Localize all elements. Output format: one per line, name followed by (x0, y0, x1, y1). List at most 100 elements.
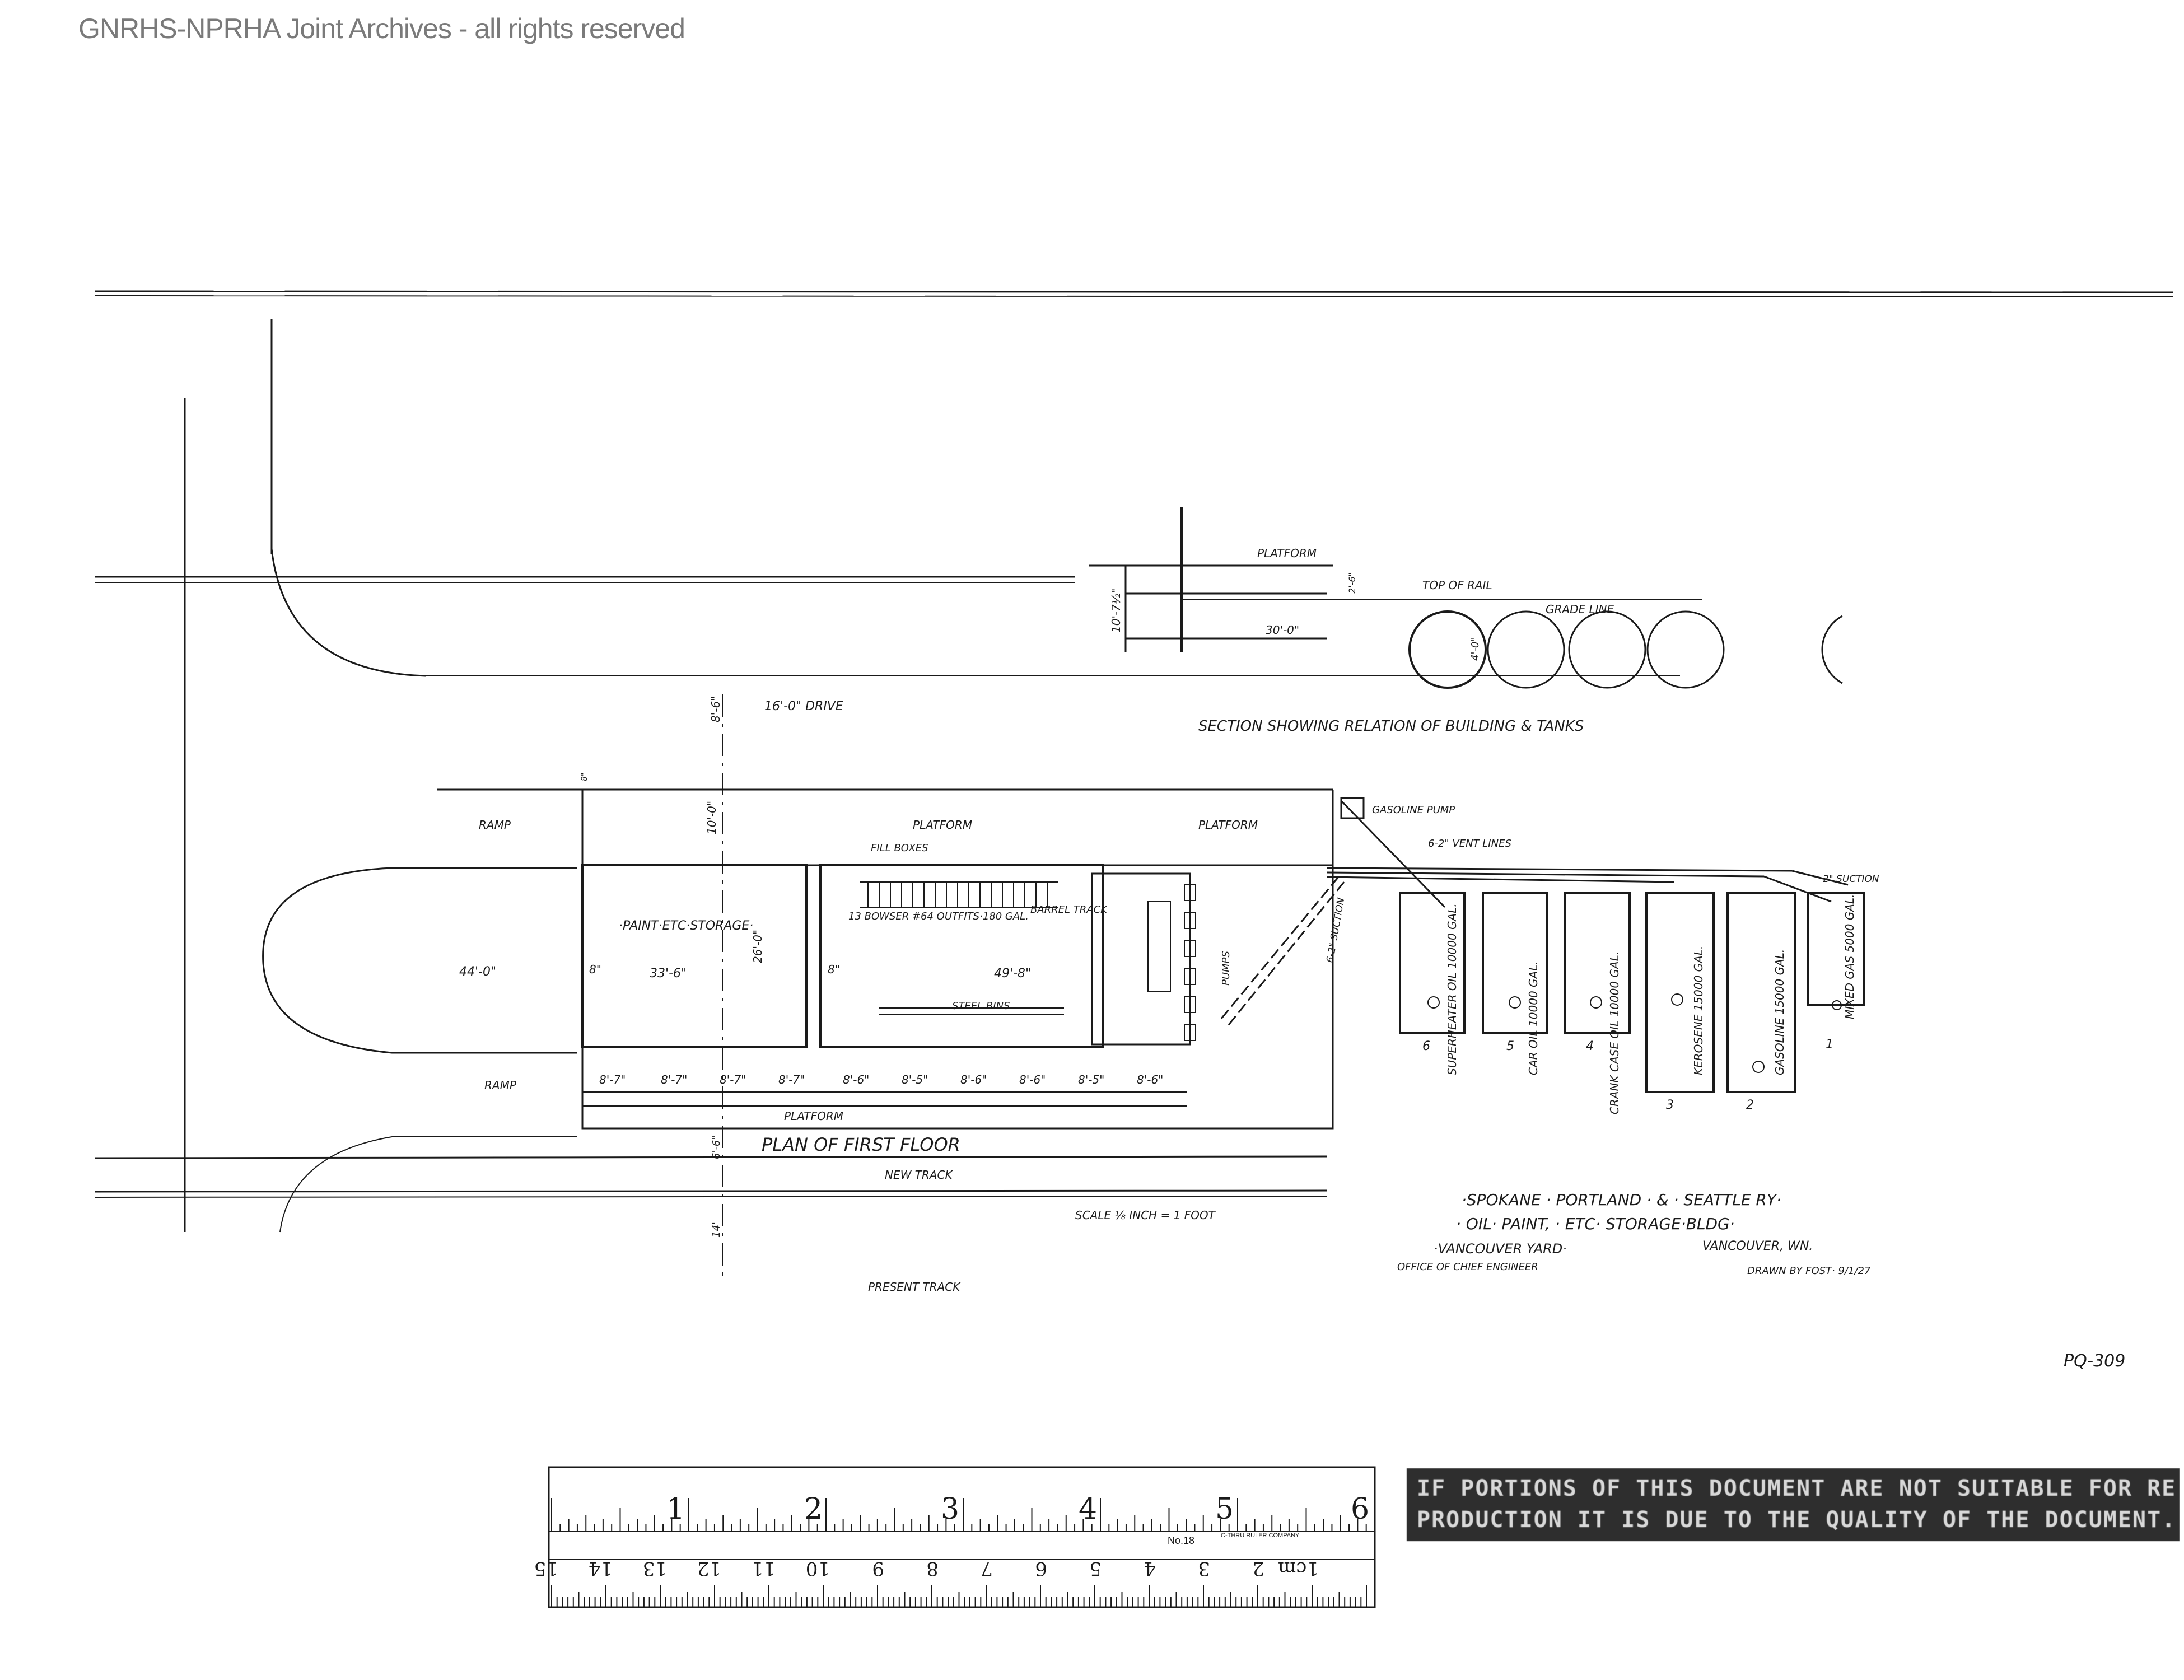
dim-room-length: 49'-8" (994, 967, 1031, 981)
bowser-outfits-label: 13 BOWSER #64 OUTFITS·180 GAL. (848, 911, 1029, 922)
tank-4-number: 4 (1586, 1039, 1594, 1053)
paint-storage-room (581, 864, 808, 1048)
drive-label: 16'-0" DRIVE (764, 699, 843, 713)
dim-wall-a: 8" (589, 963, 601, 976)
section-height-dim: 10'-7½" (1109, 589, 1123, 633)
ruler-inch-5: 5 (1215, 1492, 1234, 1526)
curved-track-top (270, 548, 426, 677)
ruler-cm-label: 5 (1089, 1557, 1102, 1580)
ruler-cm-label: 10 (806, 1557, 830, 1580)
barrel-track-label: BARREL TRACK (1030, 904, 1108, 916)
vent-lines-label: 6-2" VENT LINES (1428, 838, 1511, 850)
ruler-maker: No.18 (1168, 1535, 1194, 1546)
tank-5-label: CAR OIL 10000 GAL. (1527, 961, 1540, 1075)
new-track-label: NEW TRACK (885, 1168, 953, 1182)
ruler-cm-label: 2 (1252, 1557, 1264, 1580)
tank-3-number: 3 (1666, 1098, 1674, 1112)
section-small-dim: 2'-6" (1347, 572, 1357, 594)
dim-drive-depth: 8'-6" (709, 696, 722, 722)
tank-6-plan (1399, 892, 1466, 1034)
tank-1-plan (1807, 892, 1865, 1006)
quality-disclaimer-stamp: IF PORTIONS OF THIS DOCUMENT ARE NOT SUI… (1407, 1468, 2180, 1541)
pumps-label: PUMPS (1220, 951, 1232, 986)
dim-platform-depth: 10'-0" (705, 801, 718, 834)
ruler-cm-label: 14 (589, 1557, 613, 1580)
section-view (1089, 507, 1843, 689)
bowser-room (819, 864, 1104, 1048)
ruler-cm-label: 1cm (1278, 1557, 1319, 1580)
fill-boxes-label: FILL BOXES (871, 842, 928, 854)
title-line-3-right: VANCOUVER, WN. (1702, 1239, 1813, 1253)
stair (1147, 901, 1171, 992)
ruler-inch-1: 1 (666, 1492, 685, 1526)
bay-dim-9: 8'-5" (1078, 1073, 1104, 1086)
bay-dim-10: 8'-6" (1137, 1073, 1163, 1086)
pump-room (1091, 872, 1191, 1046)
ruler-cm-label: 6 (1035, 1557, 1047, 1580)
tank-4-plan (1564, 892, 1631, 1034)
pipe-run (1220, 800, 1849, 1028)
tank-6-label: SUPERHEATER OIL 10000 GAL. (1445, 903, 1459, 1075)
dim-wall-b: 8" (828, 963, 840, 976)
gasoline-pump-box (1340, 797, 1365, 819)
plan-title: PLAN OF FIRST FLOOR (762, 1134, 960, 1155)
ruler-inch-2: 2 (804, 1492, 823, 1526)
tank-3-plan (1645, 892, 1715, 1093)
archive-notice: GNRHS-NPRHA Joint Archives - all rights … (78, 13, 685, 44)
section-platform-label: PLATFORM (1257, 547, 1317, 560)
ruler-inch-3: 3 (941, 1492, 959, 1526)
title-line-2: · OIL· PAINT, · ETC· STORAGE·BLDG· (1456, 1215, 1735, 1233)
bay-dim-8: 8'-6" (1019, 1073, 1046, 1086)
dim-wall-c: 8" (580, 773, 589, 781)
section-title: SECTION SHOWING RELATION OF BUILDING & T… (1198, 718, 1584, 735)
bay-dim-7: 8'-6" (960, 1073, 987, 1086)
dim-room-depth: 26'-0" (751, 930, 764, 963)
tank-3-label: KEROSENE 15000 GAL. (1692, 946, 1705, 1075)
platform-label-top-right: PLATFORM (1198, 818, 1258, 832)
ruler-inch-4: 4 (1079, 1492, 1097, 1526)
platform-label-bottom: PLATFORM (784, 1109, 843, 1123)
paint-storage-label: ·PAINT·ETC·STORAGE· (619, 919, 753, 933)
ruler-cm-label: 11 (752, 1557, 776, 1580)
ramp-label-top: RAMP (479, 818, 511, 832)
tank-5-number: 5 (1506, 1039, 1514, 1053)
ruler-cm-label: 9 (872, 1557, 884, 1580)
track-line-bottom (95, 1189, 1328, 1193)
bay-dim-5: 8'-6" (843, 1073, 869, 1086)
grade-line-label: GRADE LINE (1546, 603, 1614, 616)
platform-label-top-left: PLATFORM (913, 818, 972, 832)
tank-2-label: GASOLINE 15000 GAL. (1773, 949, 1786, 1075)
bay-dim-4: 8'-7" (778, 1073, 805, 1086)
scale-label: SCALE ⅛ INCH = 1 FOOT (1075, 1208, 1216, 1222)
row-line-top (95, 290, 2173, 293)
dim-track-depth: 6'-6" (711, 1135, 722, 1159)
ruler-cm-label: 4 (1144, 1557, 1156, 1580)
ruler (548, 1466, 1376, 1608)
section-cover-dim: 4'-0" (1469, 637, 1481, 661)
ruler-inch-ticks (551, 1498, 1367, 1532)
steel-bins-label: STEEL BINS (952, 1000, 1010, 1012)
ruler-cm-label: 13 (643, 1557, 667, 1580)
dim-overall-width: 44'-0" (459, 965, 496, 979)
bowser-outfits-hatch (860, 881, 1058, 908)
title-line-4-left: OFFICE OF CHIEF ENGINEER (1397, 1261, 1538, 1273)
ruler-cm-label: 8 (926, 1557, 939, 1580)
bay-dim-3: 8'-7" (720, 1073, 746, 1086)
row-line-top-2 (95, 295, 2173, 297)
tank-6-number: 6 (1422, 1039, 1430, 1053)
ruler-cm-label: 15 (534, 1557, 558, 1580)
tank-4-label: CRANK CASE OIL 10000 GAL. (1608, 951, 1621, 1114)
ruler-cm-label: 12 (697, 1557, 721, 1580)
title-line-3-left: ·VANCOUVER YARD· (1434, 1241, 1567, 1257)
suction-diag-label: 6-2" SUCTION (1324, 897, 1347, 964)
dim-track-below: 14' (711, 1222, 722, 1238)
curved-track-loop (262, 867, 577, 1054)
stamp-line-1: IF PORTIONS OF THIS DOCUMENT ARE NOT SUI… (1417, 1476, 2180, 1501)
stamp-line-2: PRODUCTION IT IS DUE TO THE QUALITY OF T… (1417, 1507, 2177, 1533)
drawing-number: PQ-309 (2064, 1351, 2125, 1371)
bay-dim-6: 8'-5" (902, 1073, 928, 1086)
tank-2-plan (1726, 892, 1796, 1093)
suction-label: 2" SUCTION (1823, 874, 1879, 885)
